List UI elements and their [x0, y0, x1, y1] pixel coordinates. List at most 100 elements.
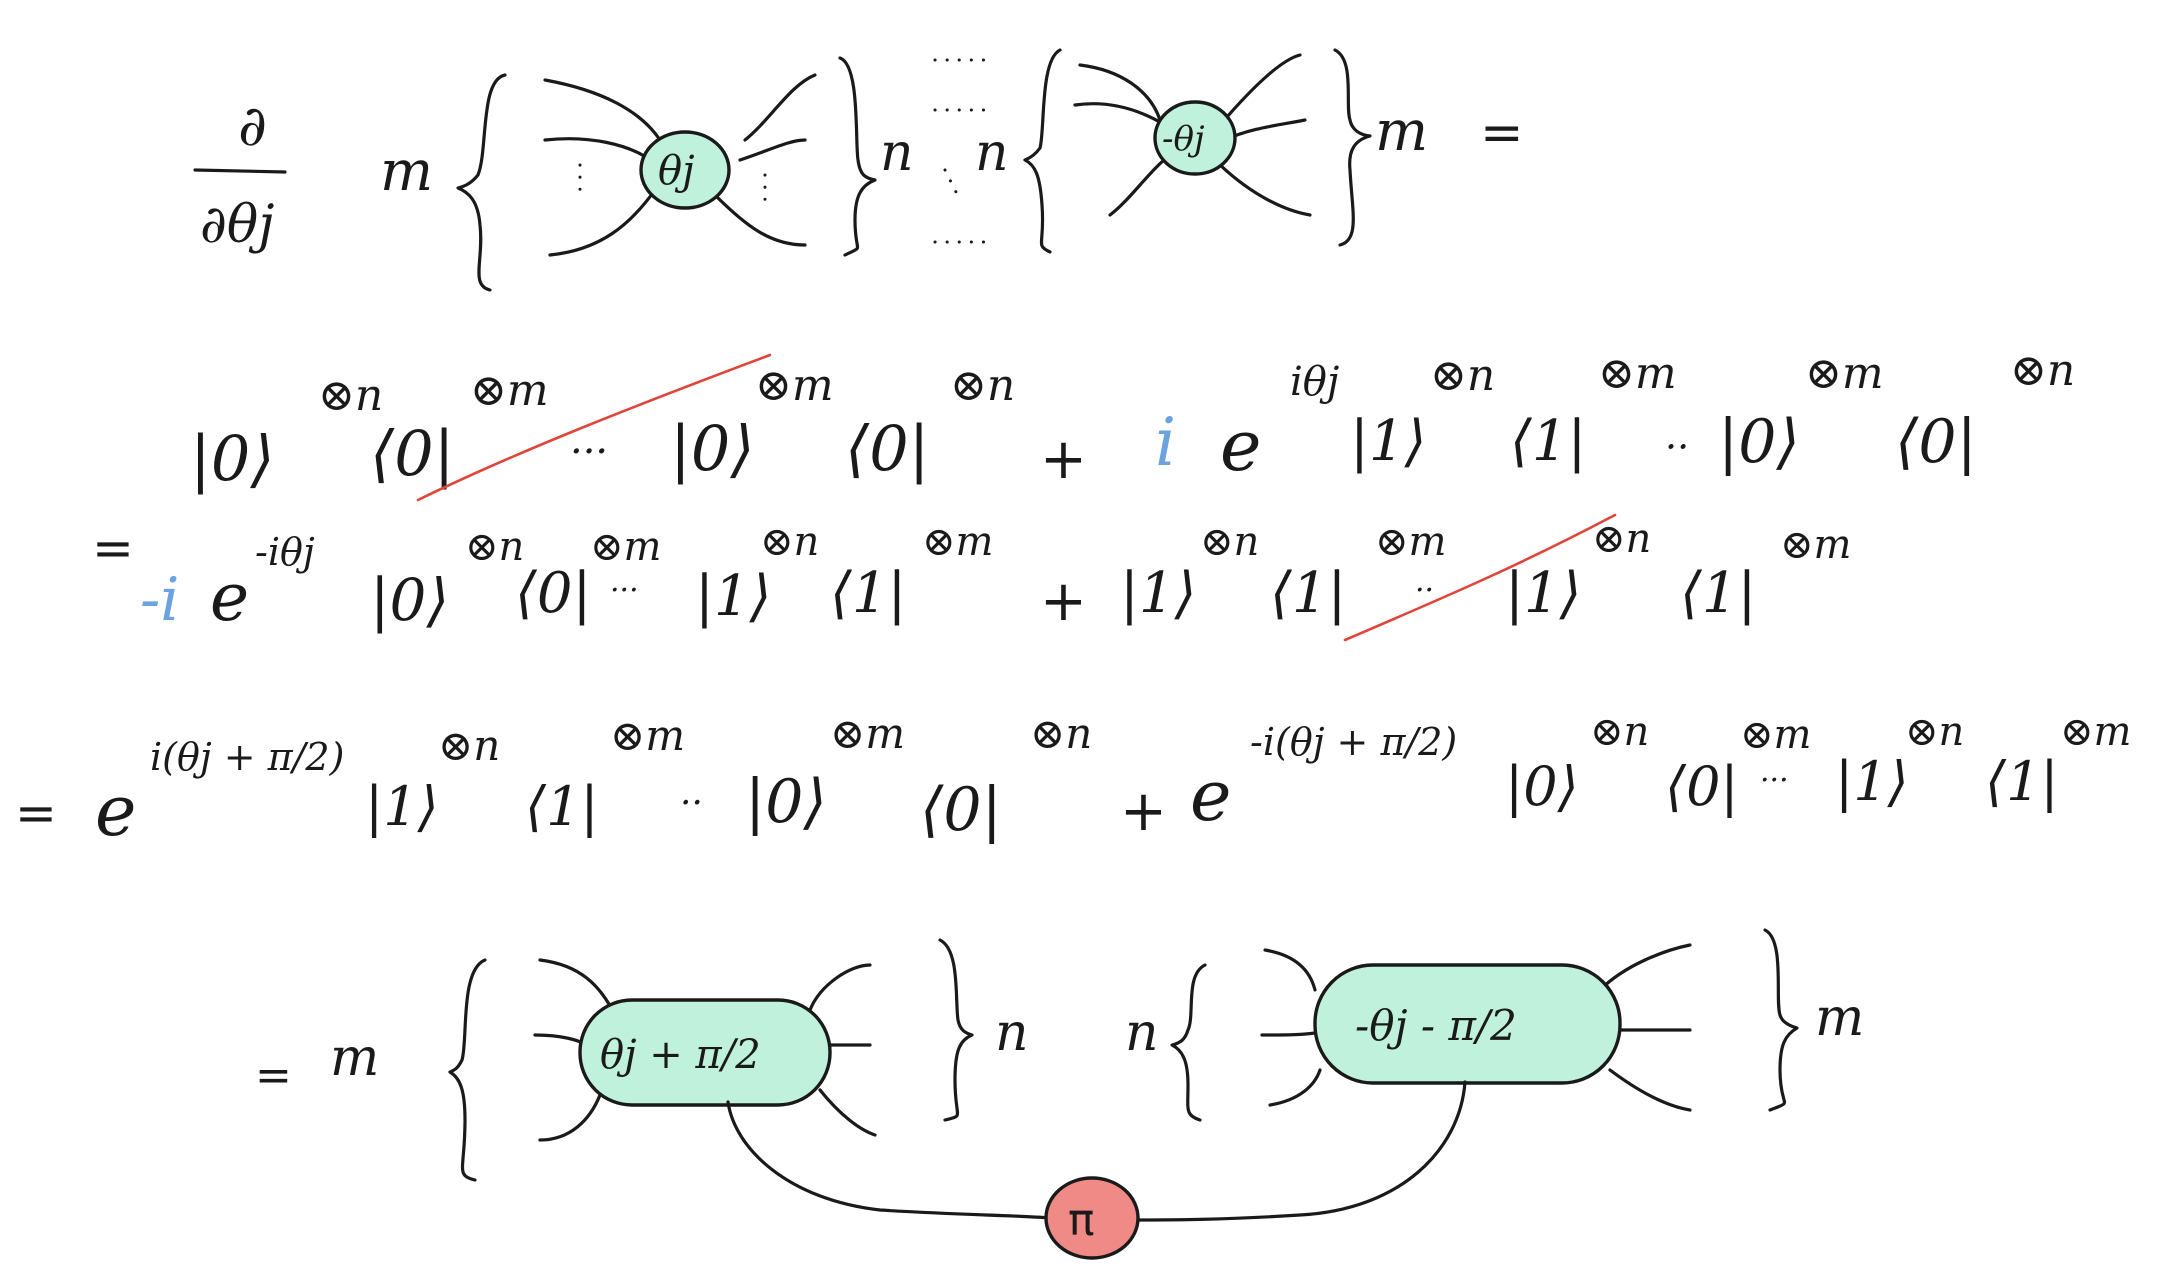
ket0-2: |0⟩ [670, 412, 755, 485]
spider-a-label: θj + π/2 [600, 1032, 761, 1078]
dots-l3: ··· [610, 573, 639, 608]
line4-expansion: = e i(θj + π/2) |1⟩ ⊗n ⟨1| ⊗m ·· |0⟩ ⊗m … [15, 709, 2131, 852]
ket0-l4-b: |0⟩ [1505, 755, 1579, 818]
bra1-l3-c: ⟨1| [1680, 561, 1756, 626]
minus-i-blue: -i [140, 565, 179, 635]
dots-l3-2: ·· [1415, 573, 1434, 608]
bra0-3: ⟨0| [1895, 407, 1977, 477]
deriv-denominator: ∂θj [200, 195, 274, 255]
wire-b-to-pi [1133, 1080, 1467, 1222]
bra1-l4: ⟨1| [525, 775, 599, 838]
m-label-left: m [380, 139, 433, 204]
bra1-l3: ⟨1| [830, 561, 906, 626]
n-label-mid-left: n [880, 123, 914, 183]
dots-2: ·· [1665, 425, 1689, 469]
bra0-2: ⟨0| [845, 412, 930, 485]
ket0-1: |0⟩ [190, 422, 275, 495]
bra0-1: ⟨0| [370, 417, 455, 490]
ket0-l4: |0⟩ [745, 767, 827, 837]
exponent-1: iθj [1290, 359, 1339, 405]
line2-expansion: |0⟩ ⊗n ⟨0| ⊗m ··· |0⟩ ⊗m ⟨0| ⊗n + i e iθ… [190, 345, 2075, 502]
sup-m-l4-3: ⊗m [1740, 712, 1811, 758]
ket1-l3-c: |1⟩ [1505, 561, 1581, 626]
m-label-left-5: m [330, 1028, 379, 1088]
line1-derivative: ∂ ∂θj m θj n n [193, 48, 1524, 292]
plus-1: + [1040, 427, 1087, 492]
ket1-l4: |1⟩ [365, 775, 439, 838]
left-brace-2 [1023, 48, 1062, 254]
right-brace-2 [1333, 48, 1372, 247]
strike-line3 [1343, 513, 1617, 642]
wire-a-to-pi [726, 1100, 1052, 1220]
imag-i-blue: i [1155, 404, 1176, 481]
equals-3: = [92, 519, 134, 577]
dots-l4-2: ··· [1760, 763, 1789, 798]
exp-e-1: e [1220, 405, 1261, 487]
line5-diagram: = m θj + π/2 n n -θj [255, 928, 1864, 1260]
sup-m-1: ⊗m [470, 365, 549, 416]
sup-n-2: ⊗n [950, 360, 1015, 411]
sup-m-2: ⊗m [755, 360, 834, 411]
equals-4: = [15, 784, 57, 842]
left-brace [456, 73, 507, 292]
sup-m-3: ⊗m [1598, 348, 1677, 399]
sup-m-4: ⊗m [1805, 348, 1884, 399]
right-brace-5a [938, 938, 974, 1122]
deriv-numerator: ∂ [238, 94, 267, 159]
n-label-mid-left-5: n [995, 1003, 1029, 1063]
ket0-3: |0⟩ [1718, 407, 1800, 477]
n-label-mid-right-5: n [1125, 1003, 1159, 1063]
ket1-l3: |1⟩ [695, 564, 771, 629]
equals-1: = [1480, 103, 1524, 163]
sup-m-l3-2: ⊗m [922, 519, 993, 565]
ket1-l3-b: |1⟩ [1120, 561, 1196, 626]
right-brace-1 [838, 56, 877, 257]
plus-4: + [1120, 779, 1167, 844]
sup-n-l4-1: ⊗n [438, 721, 500, 770]
spider-theta: θj [543, 73, 817, 257]
bra0-l4-b: ⟨0| [1665, 755, 1739, 818]
sup-m-l3-3: ⊗m [1375, 519, 1446, 565]
pi-label: π [1068, 1195, 1095, 1246]
sup-n-l3-2: ⊗n [760, 519, 819, 565]
sup-m-l3-1: ⊗m [590, 524, 661, 570]
ellipsis-1: ··· [570, 429, 608, 475]
sup-m-l4-1: ⊗m [610, 711, 685, 760]
bra0-l3: ⟨0| [515, 561, 591, 626]
exponent-4a: i(θj + π/2) [150, 735, 344, 779]
exp-e-3: e [210, 559, 249, 636]
bra1-l3-b: ⟨1| [1270, 561, 1346, 626]
spider1-label: θj [658, 148, 694, 194]
fraction-bar [193, 168, 287, 174]
spider-b-label: -θj - π/2 [1355, 1001, 1517, 1050]
sup-n-1: ⊗n [318, 370, 383, 421]
exp-e-4b: e [1190, 755, 1231, 837]
right-brace-5b [1763, 928, 1799, 1112]
line3-expansion: = -i e -iθj |0⟩ ⊗n ⟨0| ⊗m ··· |1⟩ ⊗n ⟨1|… [92, 513, 1851, 642]
sup-m-l3-4: ⊗m [1780, 522, 1851, 568]
spider2-label: -θj [1162, 119, 1205, 159]
left-brace-5b [1170, 963, 1207, 1122]
exponent-4b: -i(θj + π/2) [1250, 720, 1457, 764]
sup-m-l4-4: ⊗m [2060, 709, 2131, 755]
sup-n-l3-1: ⊗n [465, 524, 524, 570]
ket1-l4-b: |1⟩ [1835, 750, 1909, 813]
bra1-1: ⟨1| [1510, 409, 1586, 474]
bra0-l4: ⟨0| [920, 775, 1002, 845]
sup-n-l3-4: ⊗n [1592, 516, 1651, 562]
ket0-l3: |0⟩ [370, 566, 449, 634]
dots-l4: ·· [680, 783, 703, 824]
sup-n-l4-3: ⊗n [1590, 709, 1649, 755]
pi-spider: π [1044, 1176, 1140, 1260]
strike-line2 [416, 353, 772, 502]
spider-minus-theta-minus-pi-half: -θj - π/2 [1260, 943, 1692, 1112]
sup-n-l4-2: ⊗n [1030, 709, 1092, 758]
exponent-3: -iθj [255, 530, 315, 574]
equals-5: = [255, 1050, 292, 1101]
ket1-1: |1⟩ [1350, 409, 1426, 474]
n-label-mid-right: n [975, 123, 1009, 183]
spider-theta-plus-pi-half: θj + π/2 [533, 958, 877, 1142]
sup-n-3: ⊗n [1430, 350, 1495, 401]
m-label-right: m [1375, 99, 1428, 164]
